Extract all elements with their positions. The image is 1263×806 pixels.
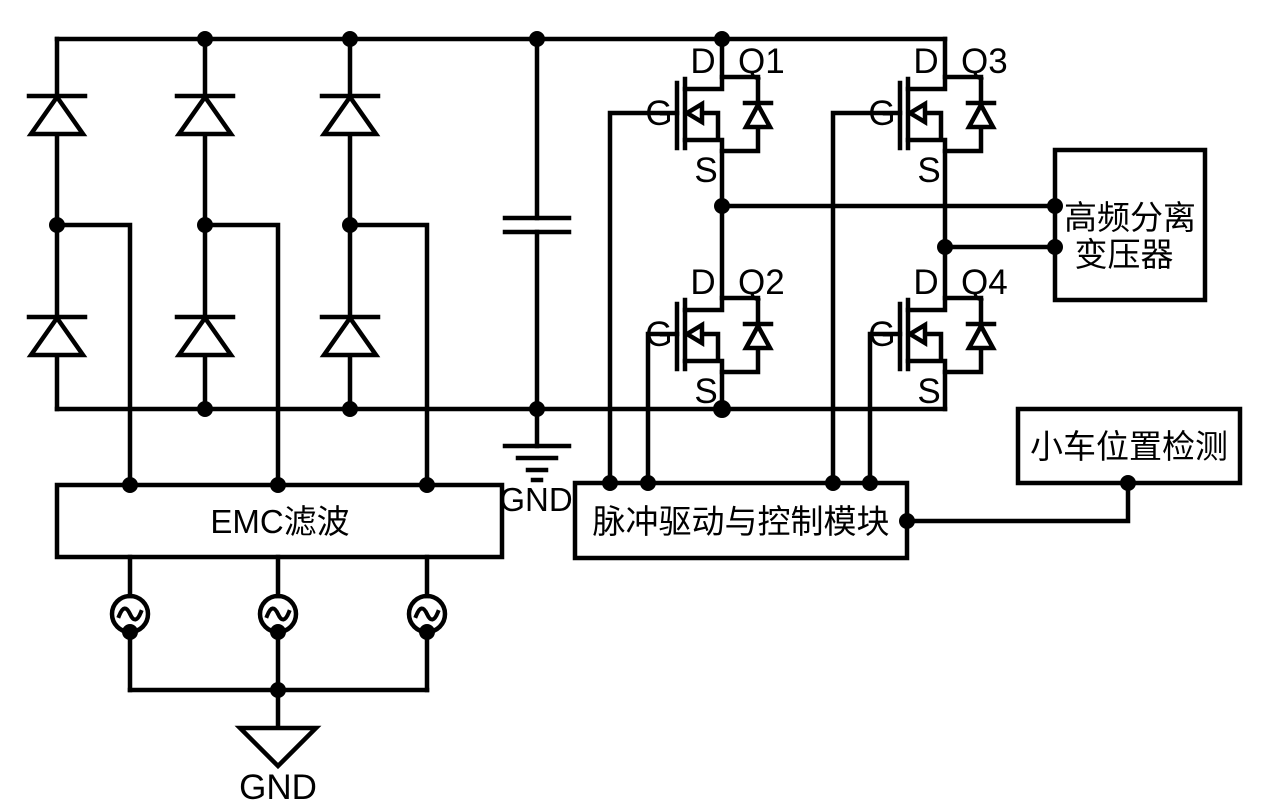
cart-position-feedback-wire [904,480,1131,524]
emc-filter-block: EMC滤波 [54,482,505,560]
junction-dot [714,31,730,47]
q3-drain-wire [905,36,948,92]
phase-branch-1 [54,222,133,488]
diode-upper-3 [319,93,381,137]
diode-upper-2 [174,93,236,137]
q1-gate-label: G [645,94,672,133]
q1-body-arrow [682,100,705,126]
q2-gate-label: G [645,315,672,354]
source-gnd-label: GND [239,768,317,806]
q4-name-label: Q4 [961,263,1008,302]
junction-dot [825,475,841,491]
dc-gnd-label: GND [499,481,572,518]
junction-dot [1047,239,1063,255]
phase-branch-3 [347,222,430,488]
dc-link-capacitor [502,36,572,412]
earth-ground-symbol [502,406,572,483]
q1-gate-drive-wire [607,110,680,486]
q1-drain-wire [682,36,725,92]
q3-name-label: Q3 [961,42,1008,81]
junction-dot [342,401,358,417]
junction-dot [640,475,656,491]
emc-filter-label: EMC滤波 [210,503,349,540]
q1-drain-label: D [690,42,715,81]
q1-body-diode [719,74,774,154]
q3-source-label: S [917,151,940,190]
junction-dot [1047,198,1063,214]
junction-dot [49,217,65,233]
q4-source-label: S [917,372,940,411]
q3-drain-label: D [913,42,938,81]
q4-body-arrow [905,321,928,347]
cart-position-label: 小车位置检测 [1030,428,1228,465]
q4-source-wire [905,331,948,412]
hf-transformer-block: 高频分离 变压器 [1052,147,1208,303]
junction-dot [197,217,213,233]
pulse-control-label: 脉冲驱动与控制模块 [593,503,890,540]
q3-source-wire [905,110,948,250]
q3-gate-label: G [868,94,895,133]
bridge-output-wires [719,203,1058,250]
q3-body-arrow [905,100,928,126]
junction-dot [342,217,358,233]
diode-lower-2 [174,314,236,358]
q2-source-label: S [694,372,717,411]
q2-body-arrow [682,321,705,347]
junction-dot [270,682,286,698]
junction-dot [270,624,286,640]
q3-gate-drive-wire [830,110,903,486]
junction-dot [419,624,435,640]
q3-body-diode [942,74,997,154]
hf-transformer-label-line2: 变压器 [1075,236,1174,273]
hf-transformer-box [1052,147,1208,303]
q4-gate-label: G [868,315,895,354]
junction-dot [529,401,545,417]
q2-drain-label: D [690,263,715,302]
junction-dot [270,477,286,493]
junction-dot [529,31,545,47]
junction-dot [197,31,213,47]
q4-gate-drive-wire [867,331,903,486]
junction-dot [419,477,435,493]
junction-dot [1120,475,1136,491]
three-phase-rectifier [26,36,430,488]
junction-dots [49,31,1136,698]
q2-source-wire [682,331,725,412]
hf-transformer-label-line1: 高频分离 [1064,199,1196,236]
junction-dot [862,475,878,491]
q2-drain-wire [682,203,725,313]
q1-name-label: Q1 [738,42,785,81]
mosfet-q2: D Q2 G S [645,203,785,486]
cart-position-block: 小车位置检测 [904,406,1243,524]
q1-source-wire [682,110,725,209]
q4-body-diode [942,295,997,375]
junction-dot [342,31,358,47]
junction-dot [937,239,953,255]
phase-branch-2 [202,222,281,488]
pulse-control-box [572,480,910,561]
q2-body-diode [719,295,774,375]
pulse-control-block: 脉冲驱动与控制模块 [572,480,910,561]
q2-name-label: Q2 [738,263,785,302]
junction-dot [602,475,618,491]
ac-sources [109,554,448,693]
junction-dot [714,198,730,214]
diode-upper-1 [26,93,88,137]
junction-dot [122,477,138,493]
diode-lower-1 [26,314,88,358]
chassis-ground-symbol [234,687,322,770]
diode-lower-3 [319,314,381,358]
junction-dot [122,624,138,640]
mosfet-q1: D Q1 G S [607,36,785,486]
mosfet-q4: D Q4 G S [867,244,1008,486]
junction-dot [899,513,915,529]
junction-dot [713,400,731,418]
q1-source-label: S [694,151,717,190]
q2-gate-drive-wire [645,331,680,486]
mosfet-q3: D Q3 G S [830,36,1008,486]
q4-drain-label: D [913,263,938,302]
junction-dot [197,401,213,417]
